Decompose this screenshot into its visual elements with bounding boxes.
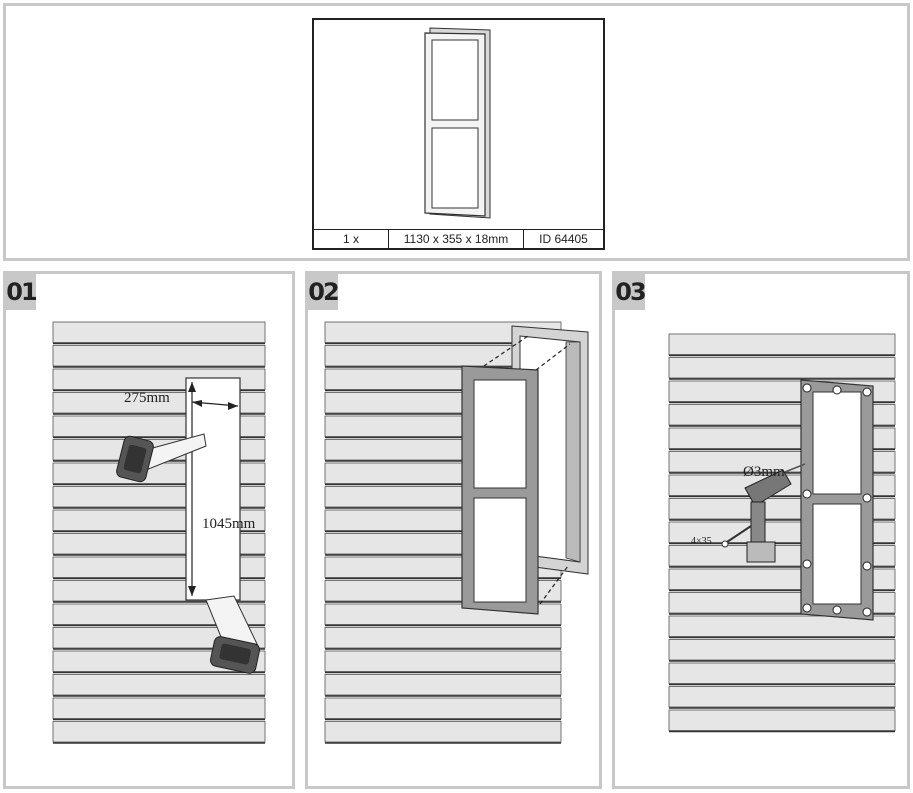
mounted-window-frame bbox=[800, 379, 874, 621]
guide-line bbox=[535, 343, 571, 371]
part-overview-panel: 1 x 1130 x 355 x 18mm ID 64405 bbox=[3, 3, 910, 261]
saw-icon bbox=[205, 595, 260, 674]
screw-hole bbox=[802, 383, 812, 393]
step-2-panel: 02 bbox=[305, 271, 602, 789]
part-box: 1 x 1130 x 355 x 18mm ID 64405 bbox=[312, 18, 605, 250]
step-number: 02 bbox=[308, 274, 340, 310]
saw-icon bbox=[116, 433, 207, 483]
guide-line bbox=[539, 565, 569, 605]
width-label: 275mm bbox=[124, 390, 170, 406]
wall-board bbox=[52, 627, 266, 649]
step-number: 01 bbox=[6, 274, 38, 310]
screw-hole bbox=[802, 489, 812, 499]
screw-hole bbox=[862, 607, 872, 617]
part-quantity: 1 x bbox=[314, 230, 389, 248]
screw-hole bbox=[862, 561, 872, 571]
part-dimensions: 1130 x 355 x 18mm bbox=[389, 230, 524, 248]
wall-board bbox=[52, 721, 266, 743]
wall-board bbox=[668, 686, 896, 708]
frame-insertion-illustration bbox=[324, 321, 589, 744]
step-1-panel: 01 275mm 1045mm bbox=[3, 271, 295, 789]
wall-board bbox=[52, 697, 266, 719]
screw-hole bbox=[802, 603, 812, 613]
screw-hole bbox=[862, 387, 872, 397]
wall-board bbox=[52, 674, 266, 696]
screw-holes bbox=[802, 383, 872, 617]
wall-board bbox=[324, 697, 562, 719]
wall-board bbox=[668, 357, 896, 379]
step-number: 03 bbox=[615, 274, 647, 310]
screw-size-label: 4×35 bbox=[691, 536, 712, 547]
screw-hole bbox=[832, 605, 842, 615]
screw-hole bbox=[862, 493, 872, 503]
wall-board bbox=[668, 639, 896, 661]
wall-board bbox=[324, 650, 562, 672]
wall-board bbox=[324, 721, 562, 743]
wall-board bbox=[668, 615, 896, 637]
drill-icon bbox=[744, 463, 806, 563]
guide-line bbox=[477, 335, 529, 371]
screw-icon bbox=[721, 525, 752, 548]
front-window-frame bbox=[461, 365, 539, 615]
screw-hole bbox=[832, 385, 842, 395]
wall-cutout-illustration: 275mm 1045mm bbox=[52, 321, 266, 744]
height-label: 1045mm bbox=[202, 516, 256, 532]
wall-board bbox=[668, 333, 896, 355]
part-spec-table: 1 x 1130 x 355 x 18mm ID 64405 bbox=[314, 229, 603, 248]
screw-hole bbox=[802, 559, 812, 569]
step-3-panel: 03 Ø3mm 4×35 bbox=[612, 271, 910, 789]
wall-board bbox=[52, 345, 266, 367]
drill-size-label: Ø3mm bbox=[743, 464, 785, 480]
frame-screwing-illustration: Ø3mm 4×35 bbox=[668, 333, 896, 733]
wall-opening bbox=[185, 377, 241, 601]
wall-board bbox=[324, 674, 562, 696]
wall-board bbox=[324, 627, 562, 649]
window-frame-illustration bbox=[424, 27, 491, 219]
wall-board bbox=[668, 662, 896, 684]
wall-board bbox=[52, 321, 266, 343]
wall-board bbox=[668, 709, 896, 731]
part-id: ID 64405 bbox=[539, 232, 588, 246]
